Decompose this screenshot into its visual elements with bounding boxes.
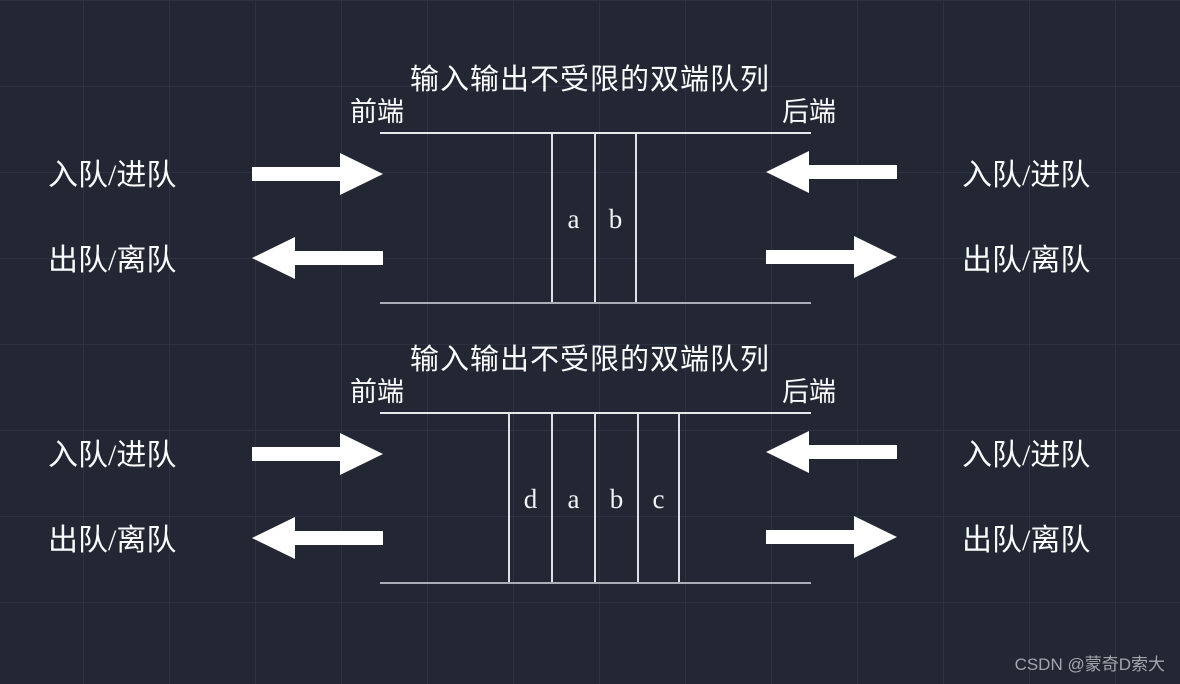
rear-enqueue-label: 入队/进队 bbox=[962, 159, 1091, 192]
cell-letter: c bbox=[652, 483, 665, 514]
diagram-title: 输入输出不受限的双端队列 bbox=[409, 344, 770, 376]
deque-diagram-top: 输入输出不受限的双端队列 前端 后端 a b 入队/进队 出队/离队 入队/进队… bbox=[0, 50, 1180, 312]
cell-letter: a bbox=[567, 483, 580, 514]
rear-dequeue-label: 出队/离队 bbox=[962, 244, 1091, 277]
queue-cell: c bbox=[637, 414, 680, 582]
deque-cells: d a b c bbox=[508, 414, 680, 582]
front-dequeue-label: 出队/离队 bbox=[48, 244, 177, 277]
front-enqueue-label: 入队/进队 bbox=[48, 439, 177, 472]
front-dequeue-label: 出队/离队 bbox=[48, 524, 177, 557]
queue-cell: b bbox=[594, 134, 637, 302]
cell-letter: b bbox=[609, 483, 624, 514]
deque-diagram-bottom: 输入输出不受限的双端队列 前端 后端 d a b c 入队/进队 出队/离队 入… bbox=[0, 330, 1180, 592]
cell-letter: a bbox=[567, 203, 580, 234]
diagram-title: 输入输出不受限的双端队列 bbox=[409, 64, 770, 96]
rear-dequeue-label: 出队/离队 bbox=[962, 524, 1091, 557]
rear-enqueue-label: 入队/进队 bbox=[962, 439, 1091, 472]
deque-track: a b bbox=[380, 132, 811, 304]
cell-letter: d bbox=[523, 483, 538, 514]
front-enqueue-label: 入队/进队 bbox=[48, 159, 177, 192]
enqueue-rear-arrow-icon bbox=[765, 430, 897, 474]
enqueue-rear-arrow-icon bbox=[765, 150, 897, 194]
cell-letter: b bbox=[608, 203, 623, 234]
csdn-watermark: CSDN @蒙奇D索大 bbox=[1014, 655, 1165, 674]
dequeue-front-arrow-icon bbox=[251, 516, 383, 560]
deque-cells: a b bbox=[551, 134, 637, 302]
dequeue-rear-arrow-icon bbox=[766, 235, 898, 279]
queue-cell: a bbox=[551, 414, 594, 582]
queue-cell: b bbox=[594, 414, 637, 582]
enqueue-front-arrow-icon bbox=[252, 432, 384, 476]
deque-track: d a b c bbox=[380, 412, 811, 584]
queue-cell: d bbox=[508, 414, 551, 582]
enqueue-front-arrow-icon bbox=[252, 152, 384, 196]
front-end-label: 前端 bbox=[350, 377, 404, 407]
back-end-label: 后端 bbox=[782, 377, 836, 407]
back-end-label: 后端 bbox=[782, 97, 836, 127]
queue-cell: a bbox=[551, 134, 594, 302]
dequeue-rear-arrow-icon bbox=[766, 515, 898, 559]
dequeue-front-arrow-icon bbox=[251, 236, 383, 280]
front-end-label: 前端 bbox=[350, 97, 404, 127]
